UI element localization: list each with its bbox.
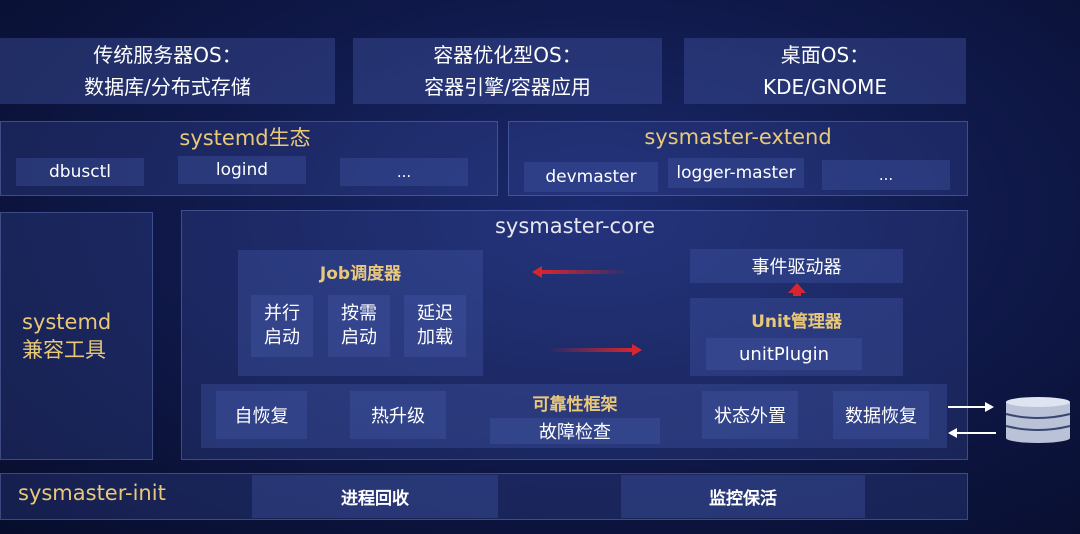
job-to-unit-arrowhead xyxy=(632,344,642,356)
unit-to-event-arrow xyxy=(793,292,801,296)
on-demand-start-line1: 按需 xyxy=(341,303,377,324)
state-external-tile: 状态外置 xyxy=(702,391,798,439)
compat-line2: 兼容工具 xyxy=(22,338,106,362)
parallel-start-line1: 并行 xyxy=(264,303,300,324)
reliability-box xyxy=(201,384,947,448)
data-recovery-tile: 数据恢复 xyxy=(833,391,929,439)
logind-tile: logind xyxy=(178,156,306,184)
event-to-job-arrow xyxy=(540,270,630,274)
to-database-arrow xyxy=(948,406,986,408)
unit-to-event-arrowhead xyxy=(788,283,806,293)
database-icon xyxy=(1005,397,1071,443)
delayed-load-line1: 延迟 xyxy=(417,303,453,324)
self-recovery-tile: 自恢复 xyxy=(216,391,307,439)
fault-check-tile: 故障检查 xyxy=(490,418,660,444)
job-to-unit-arrow xyxy=(548,348,634,352)
unit-manager-title: Unit管理器 xyxy=(751,311,842,332)
parallel-start-tile: 并行 启动 xyxy=(251,295,313,357)
process-reap-tile: 进程回收 xyxy=(252,475,498,518)
desktop-os-subtitle: KDE/GNOME xyxy=(763,75,887,99)
server-os-subtitle: 数据库/分布式存储 xyxy=(84,75,251,99)
to-database-arrowhead xyxy=(985,402,994,412)
job-scheduler-title: Job调度器 xyxy=(319,263,402,284)
sysmaster-extend-title: sysmaster-extend xyxy=(644,125,832,149)
container-os-subtitle: 容器引擎/容器应用 xyxy=(424,75,591,99)
delayed-load-tile: 延迟 加载 xyxy=(404,295,466,357)
sysmaster-core-panel xyxy=(181,210,968,460)
sysmaster-init-title: sysmaster-init xyxy=(18,481,166,505)
event-to-job-arrowhead xyxy=(532,266,542,278)
on-demand-start-tile: 按需 启动 xyxy=(328,295,390,357)
container-os-title: 容器优化型OS： xyxy=(433,43,582,67)
compat-line1: systemd xyxy=(22,310,112,334)
desktop-os-box: 桌面OS： KDE/GNOME xyxy=(684,38,966,104)
dbusctl-tile: dbusctl xyxy=(16,158,144,186)
sysmaster-init-panel xyxy=(0,473,968,520)
devmaster-tile: devmaster xyxy=(524,162,658,192)
systemd-eco-panel xyxy=(0,121,498,196)
systemd-eco-more-tile: ... xyxy=(340,158,468,186)
desktop-os-title: 桌面OS： xyxy=(780,43,870,67)
unit-manager-box xyxy=(690,298,903,376)
server-os-title: 传统服务器OS： xyxy=(93,43,242,67)
logger-master-tile: logger-master xyxy=(668,158,804,188)
event-driver-box: 事件驱动器 xyxy=(690,249,903,283)
delayed-load-line2: 加载 xyxy=(417,327,453,348)
reliability-title: 可靠性框架 xyxy=(532,394,618,415)
compat-panel xyxy=(0,212,153,460)
from-database-arrowhead xyxy=(948,428,957,438)
sysmaster-core-title: sysmaster-core xyxy=(494,214,656,238)
monitor-keepalive-tile: 监控保活 xyxy=(621,475,865,518)
from-database-arrow xyxy=(956,432,996,434)
hot-upgrade-tile: 热升级 xyxy=(350,391,446,439)
sysmaster-extend-panel xyxy=(508,121,968,196)
job-scheduler-box xyxy=(238,250,483,376)
parallel-start-line2: 启动 xyxy=(264,327,300,348)
unit-plugin-tile: unitPlugin xyxy=(706,338,862,370)
systemd-eco-title: systemd生态 xyxy=(179,126,311,150)
container-os-box: 容器优化型OS： 容器引擎/容器应用 xyxy=(353,38,662,104)
server-os-box: 传统服务器OS： 数据库/分布式存储 xyxy=(0,38,335,104)
compat-label: systemd 兼容工具 xyxy=(22,308,152,364)
on-demand-start-line2: 启动 xyxy=(341,327,377,348)
sysmaster-extend-more-tile: ... xyxy=(822,160,950,190)
